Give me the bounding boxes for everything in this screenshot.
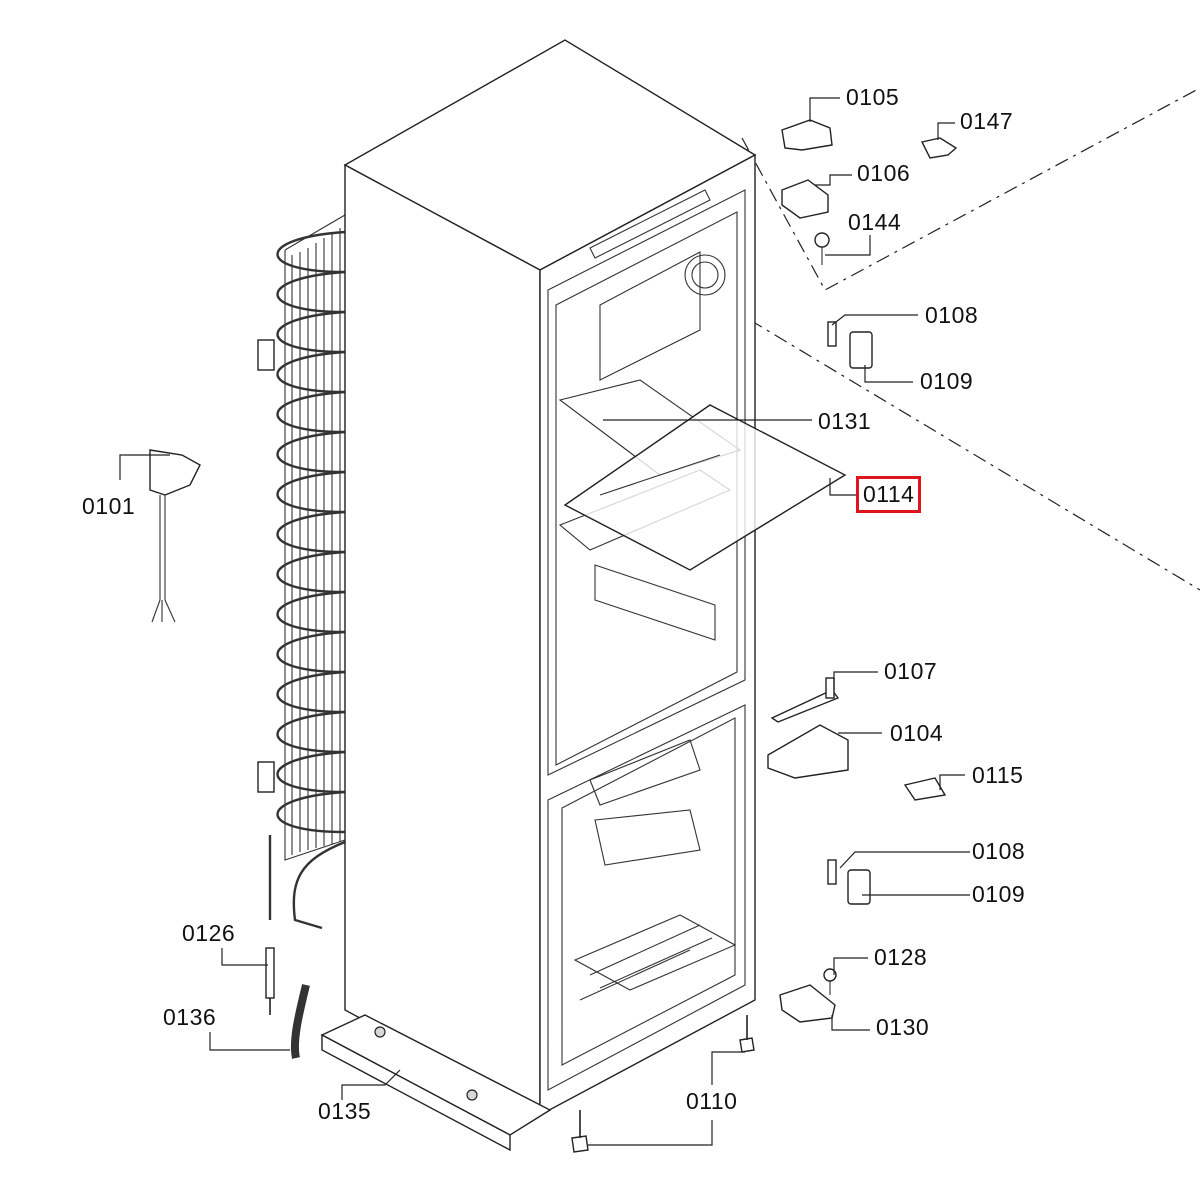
part-label-0147[interactable]: 0147: [960, 108, 1014, 134]
base-plinth: [320, 1014, 552, 1152]
part-label-0108-top[interactable]: 0108: [925, 302, 979, 328]
part-label-0131[interactable]: 0131: [818, 408, 872, 434]
part-label-0104[interactable]: 0104: [890, 720, 944, 746]
part-label-0107[interactable]: 0107: [884, 658, 938, 684]
part-label-0136[interactable]: 0136: [163, 1004, 217, 1030]
part-label-0106[interactable]: 0106: [857, 160, 911, 186]
part-label-0130[interactable]: 0130: [876, 1014, 930, 1040]
door-outline-dashed: [699, 87, 1200, 591]
part-label-0115[interactable]: 0115: [972, 762, 1024, 788]
part-label-0144[interactable]: 0144: [848, 209, 902, 235]
part-label-0114-highlighted[interactable]: 0114: [855, 476, 922, 513]
part-label-0109-bottom[interactable]: 0109: [972, 881, 1026, 907]
leader-lines: [119, 97, 970, 1146]
glass-shelf-part: [563, 404, 847, 571]
small-parts: [149, 119, 958, 1153]
part-label-0128[interactable]: 0128: [874, 944, 928, 970]
condenser-coil: [257, 214, 346, 930]
part-label-0109-top[interactable]: 0109: [920, 368, 974, 394]
part-label-0101[interactable]: 0101: [82, 493, 136, 519]
cabinet-body: [343, 39, 757, 1117]
part-label-0135[interactable]: 0135: [318, 1098, 372, 1124]
part-label-0108-bottom[interactable]: 0108: [972, 838, 1026, 864]
part-label-0110[interactable]: 0110: [686, 1088, 738, 1114]
part-label-0126[interactable]: 0126: [182, 920, 236, 946]
part-label-0105[interactable]: 0105: [846, 84, 900, 110]
